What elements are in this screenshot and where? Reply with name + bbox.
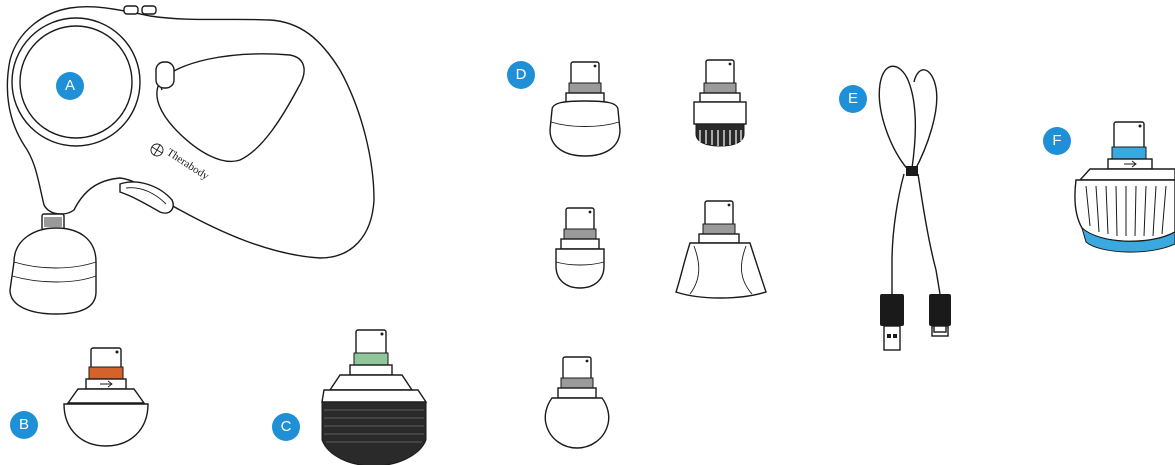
massage-device: Therabody — [7, 6, 374, 314]
label-badge-a: A — [56, 72, 84, 100]
attachment-d-thumb — [556, 208, 604, 288]
attachment-d-dampener — [550, 62, 620, 156]
usb-cable — [879, 66, 951, 350]
label-badge-b: B — [10, 411, 38, 439]
attachment-d-supersoft — [694, 60, 746, 146]
attachment-c — [322, 330, 426, 465]
label-badge-f: F — [1043, 127, 1071, 155]
attachment-d-wedge — [676, 201, 766, 298]
label-badge-c: C — [272, 413, 300, 441]
attachment-d-standard-ball — [545, 357, 609, 448]
attachment-f — [1075, 122, 1175, 252]
attachment-b — [64, 348, 148, 446]
label-badge-d: D — [507, 61, 535, 89]
label-badge-e: E — [839, 85, 867, 113]
device-collar — [44, 217, 62, 227]
